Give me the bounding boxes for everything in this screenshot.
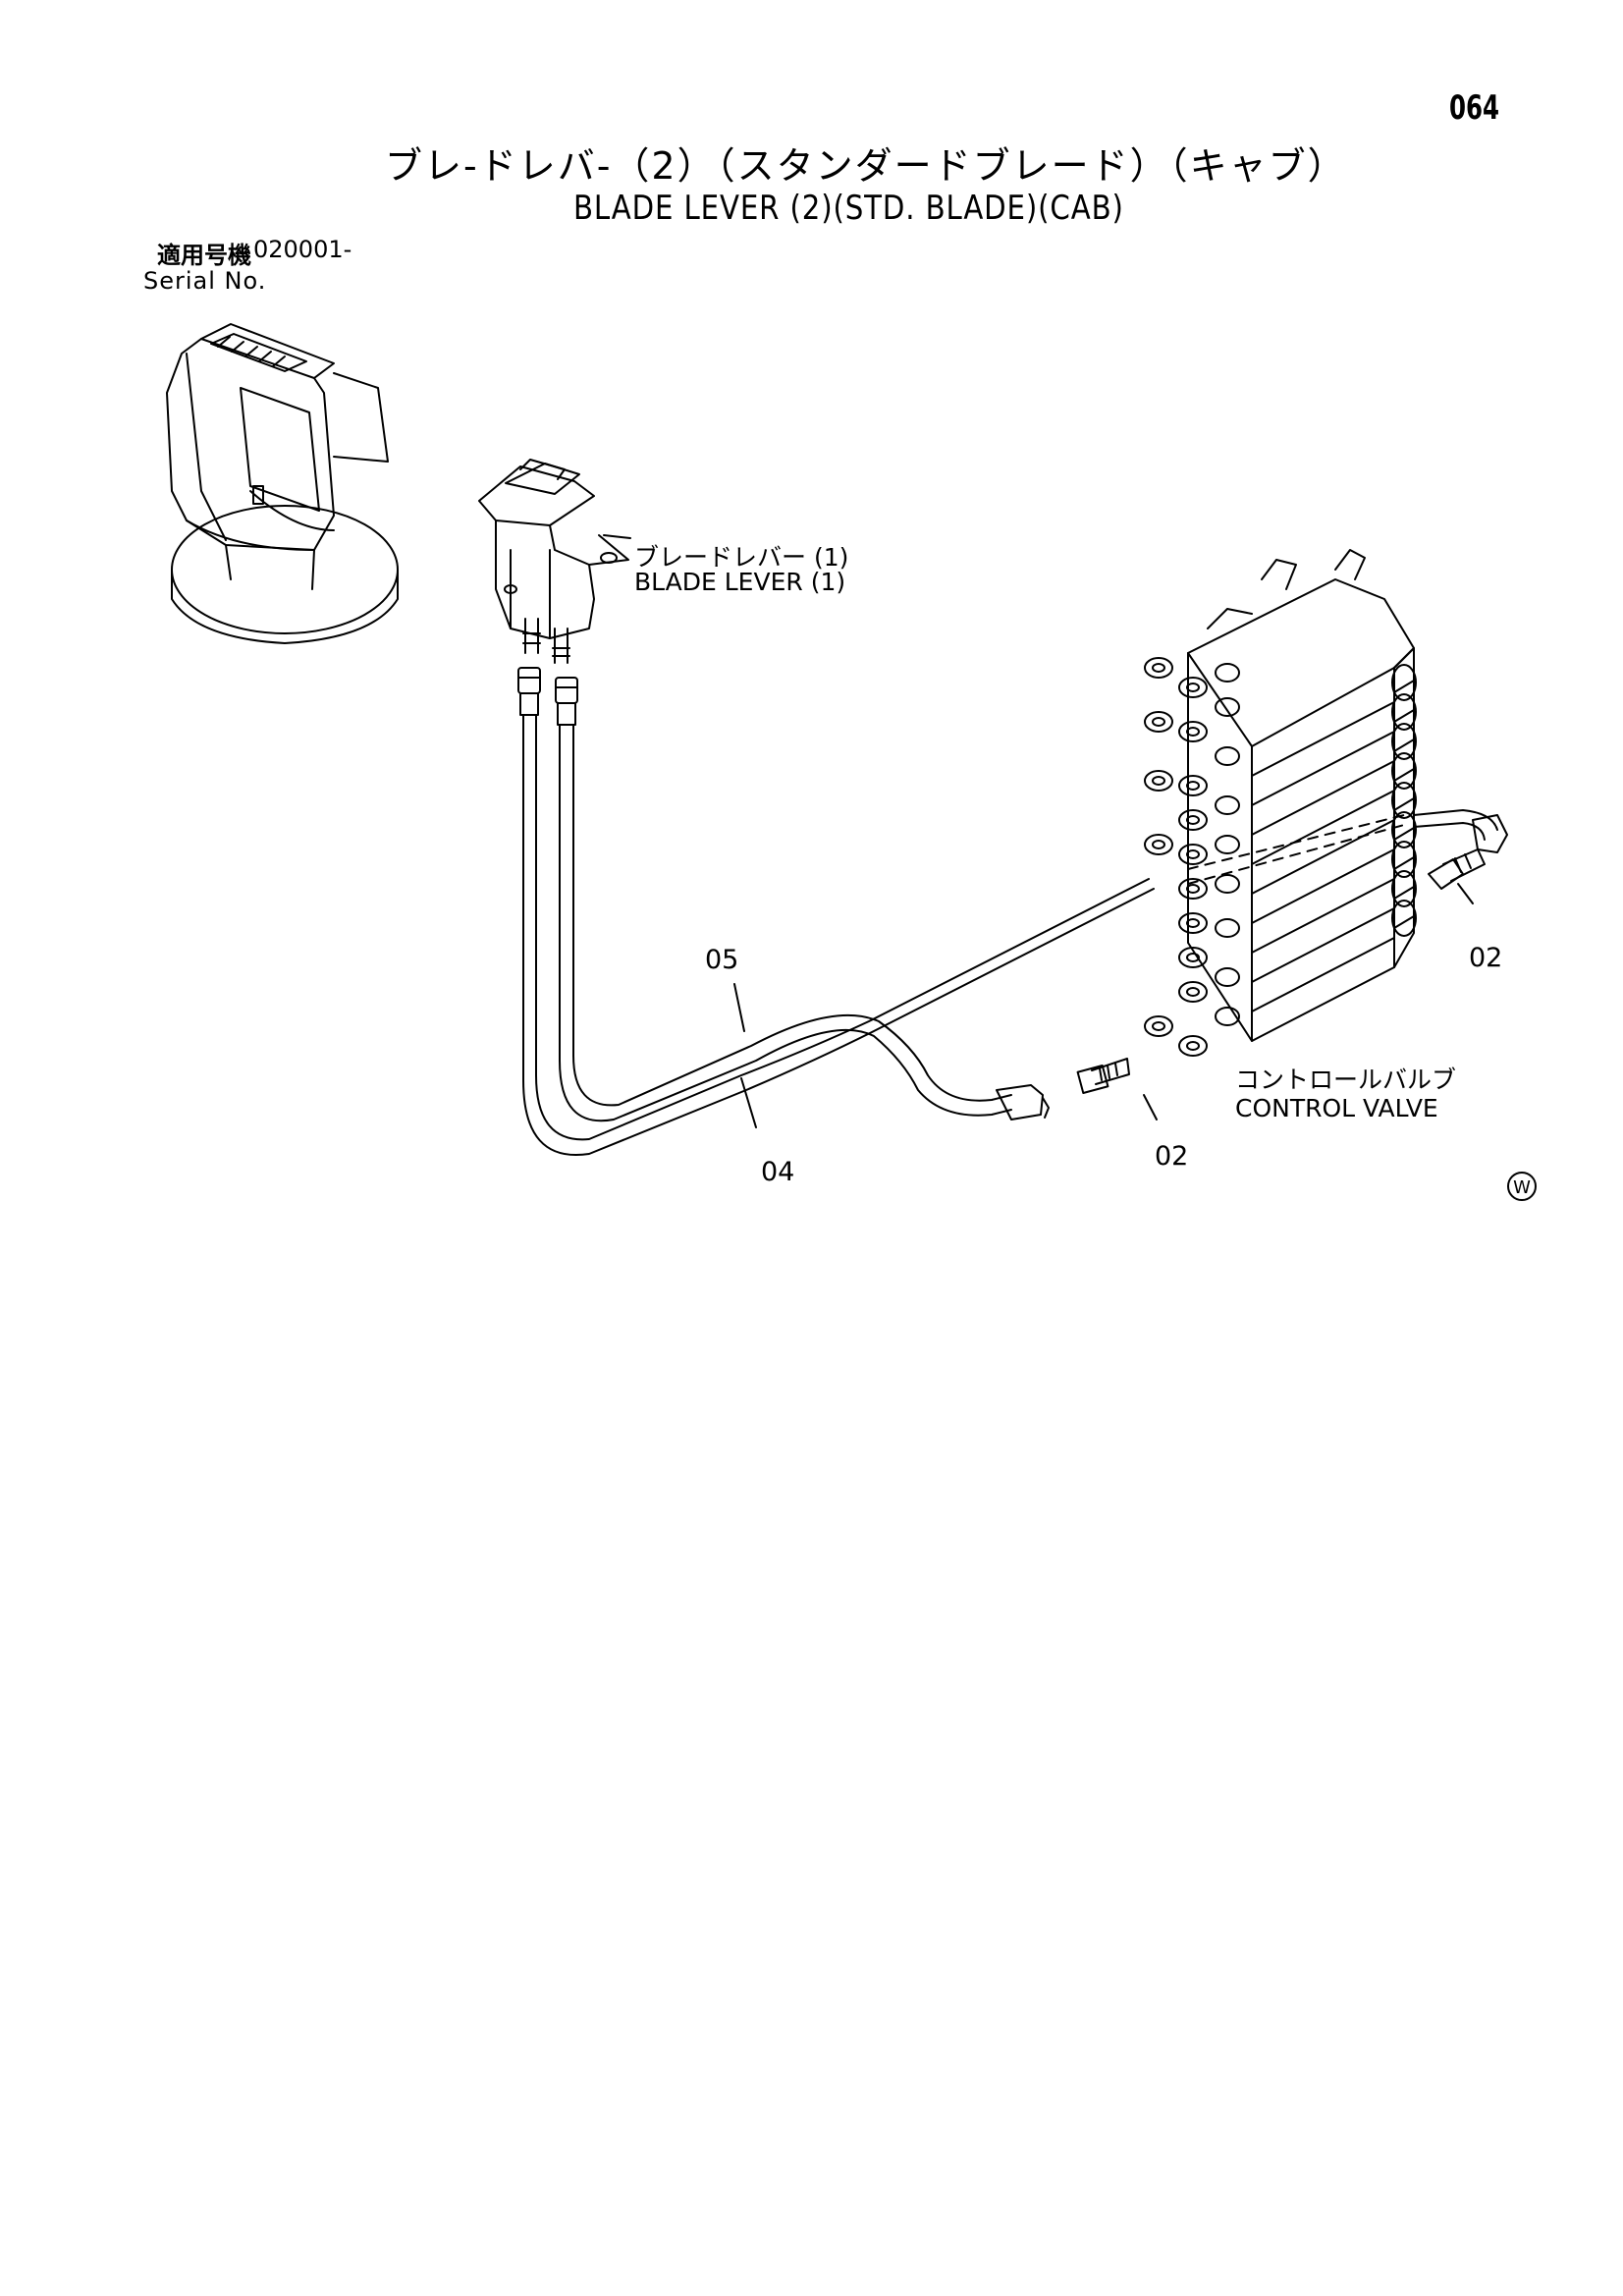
- elbow-fitting-bottom: [997, 1085, 1049, 1120]
- blade-lever-label-english: BLADE LEVER (1): [634, 568, 846, 596]
- cab-machine-thumbnail: [167, 324, 398, 643]
- hose-04: [560, 725, 1011, 1121]
- blade-lever-assembly: [479, 460, 628, 725]
- valve-spool-caps: [1392, 665, 1416, 936]
- part-number-04: 04: [761, 1157, 795, 1187]
- leader-05: [734, 984, 744, 1031]
- page-title-japanese: ブレ-ドレバ-（2）（スタンダードブレード）（キャブ）: [385, 144, 1347, 188]
- valve-port-column-inner: [1216, 664, 1239, 1025]
- blade-lever-label-japanese: ブレードレバー (1): [634, 543, 849, 572]
- valve-port-column-left: [1145, 658, 1172, 1036]
- serial-number-value: 020001-: [253, 236, 352, 263]
- serial-label-japanese: 適用号機: [157, 242, 251, 269]
- control-valve-assembly: [1145, 550, 1416, 1056]
- control-valve-label-english: CONTROL VALVE: [1235, 1094, 1438, 1122]
- valve-port-column-middle: [1179, 678, 1207, 1056]
- control-valve-label-japanese: コントロールバルブ: [1235, 1066, 1457, 1094]
- leader-04: [741, 1078, 756, 1127]
- page-title-english: BLADE LEVER (2)(STD. BLADE)(CAB): [573, 189, 1124, 228]
- adapter-02-right: [1429, 849, 1485, 903]
- adapter-02-bottom: [1078, 1059, 1157, 1120]
- serial-label-english: Serial No.: [143, 267, 267, 295]
- hose-05: [523, 715, 1154, 1155]
- watermark-w-icon: W: [1508, 1173, 1536, 1200]
- part-number-05: 05: [705, 945, 739, 975]
- page-number: 064: [1449, 88, 1500, 128]
- part-number-02-right: 02: [1469, 943, 1503, 973]
- svg-text:W: W: [1513, 1177, 1531, 1198]
- hidden-hose-route: [1188, 810, 1507, 884]
- leader-blade-lever: [604, 535, 630, 538]
- part-number-02-bottom: 02: [1155, 1141, 1189, 1172]
